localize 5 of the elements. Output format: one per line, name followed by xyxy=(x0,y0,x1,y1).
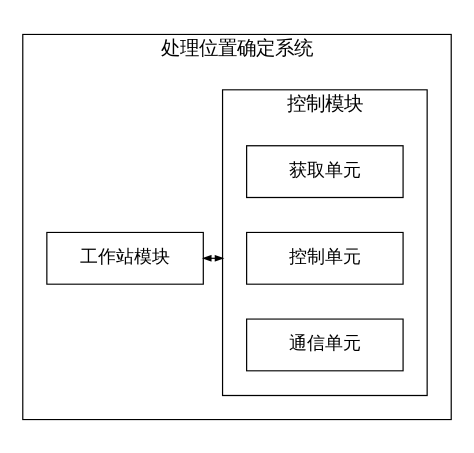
node-box: 获取单元 xyxy=(246,144,404,198)
node-box: 通信单元 xyxy=(246,318,404,371)
node-box: 工作站模块 xyxy=(46,231,204,284)
arrow xyxy=(202,254,224,262)
node-box: 控制单元 xyxy=(246,231,404,284)
